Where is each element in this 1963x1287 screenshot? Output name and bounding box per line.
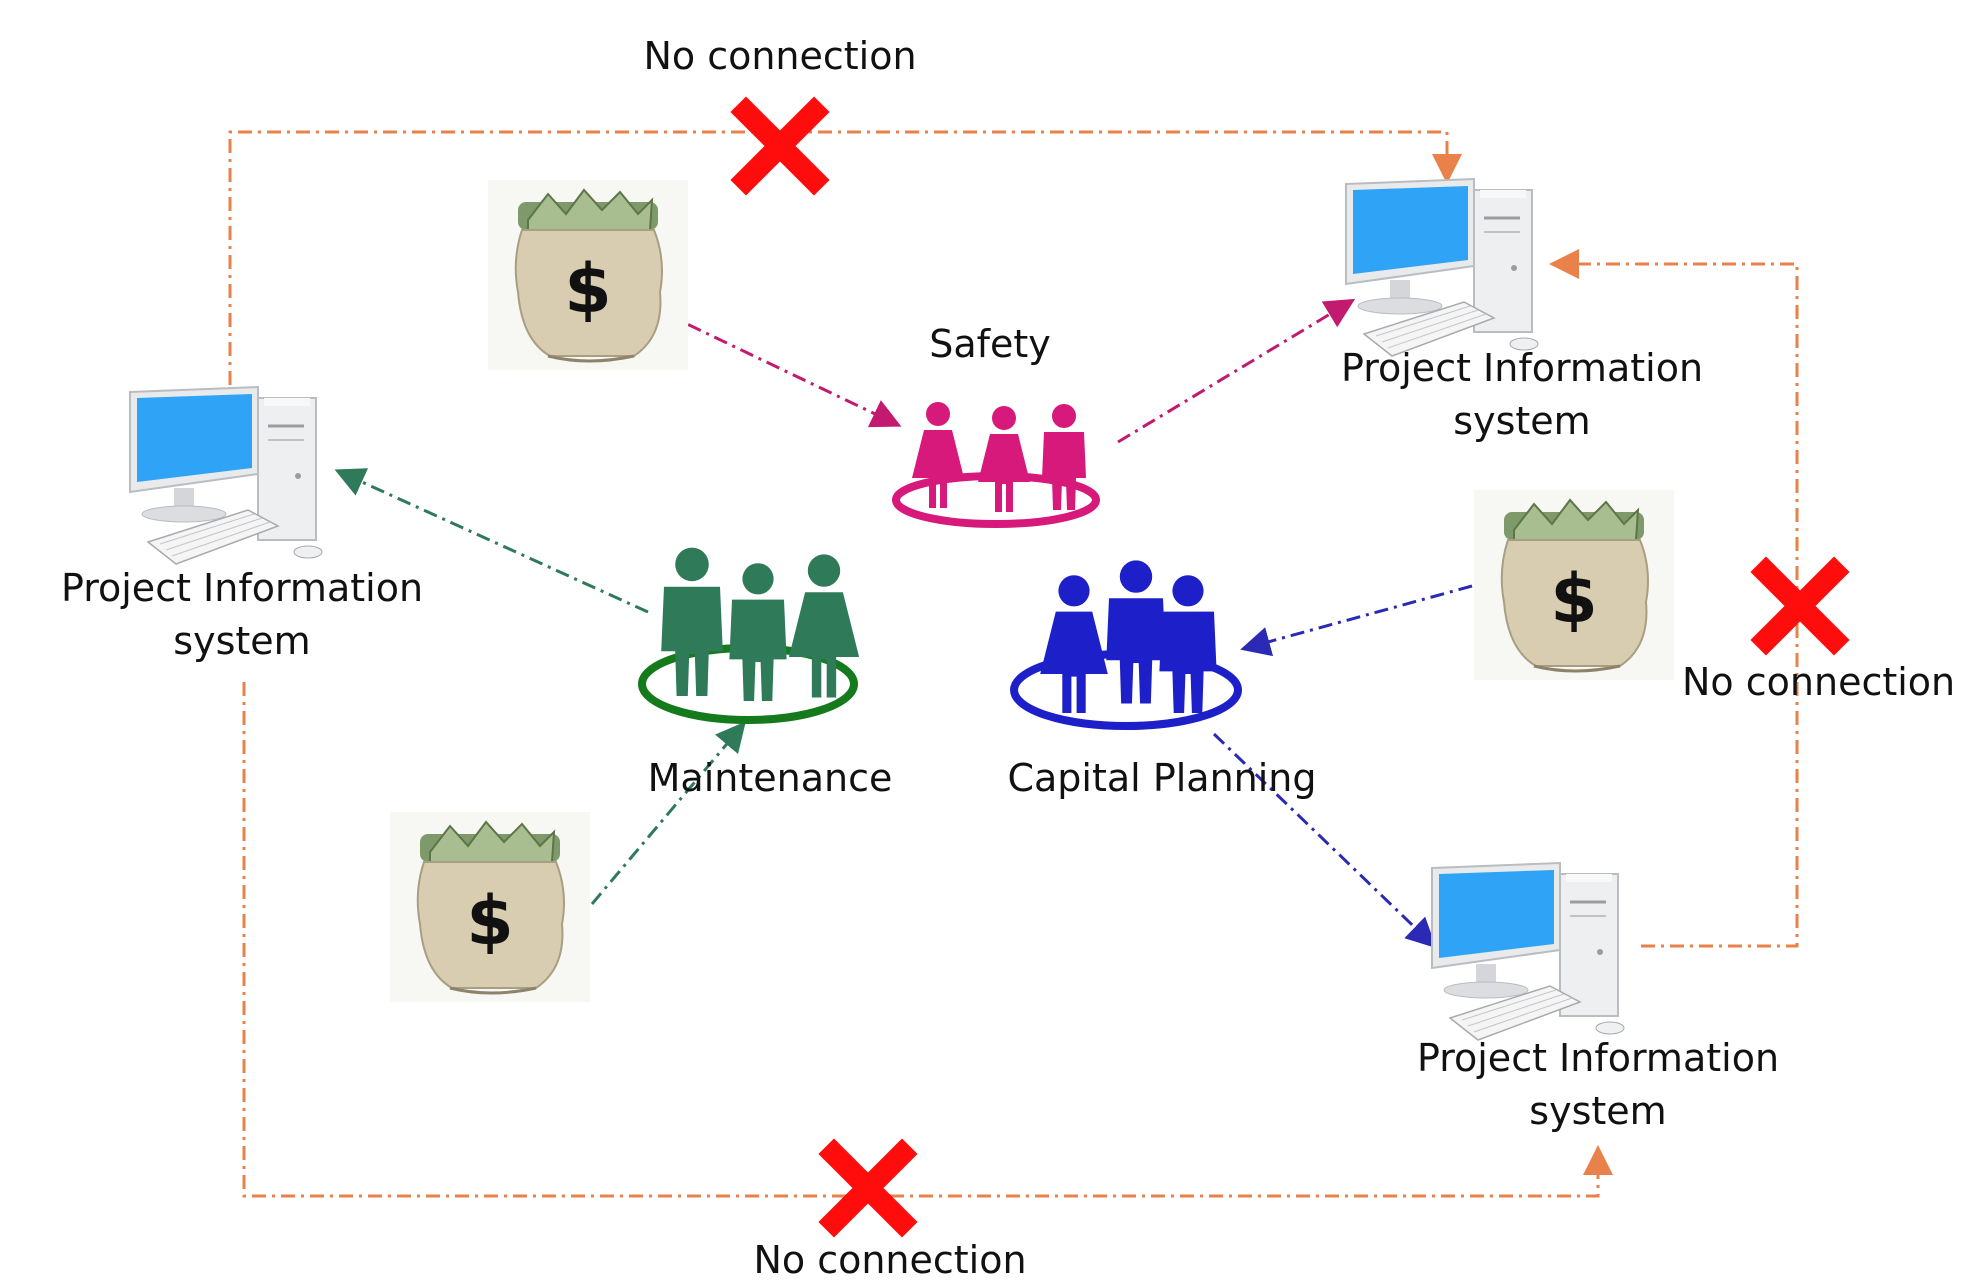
desktop-computer-icon [1344, 177, 1540, 358]
pis-label-line2: system [173, 619, 311, 664]
pis-label-line2: system [1529, 1089, 1667, 1134]
money-bag-icon [388, 810, 592, 1004]
pis-label-line1: Project Information [60, 566, 424, 610]
capital-planning-group-icon [1010, 560, 1242, 730]
safety-label: Safety [929, 322, 1051, 366]
data-flows [334, 298, 1473, 949]
link-top [228, 130, 1462, 385]
flow-capital-to-pis [1212, 732, 1437, 949]
capital-planning-label: Capital Planning [1007, 756, 1317, 800]
pis-label-bottom-right: Project Information system [1417, 1032, 1779, 1138]
pis-label-line2: system [1453, 399, 1591, 444]
pis-label-top-right: Project Information system [1341, 342, 1703, 448]
flow-bag-to-maintenance [590, 721, 746, 905]
no-connection-label: No connection [643, 34, 917, 78]
maintenance-label: Maintenance [647, 756, 893, 800]
desktop-computer-icon [1430, 861, 1626, 1042]
no-connection-label: No connection [753, 1238, 1027, 1282]
link-bottom [242, 682, 1613, 1198]
flow-bag-to-safety [661, 310, 902, 428]
maintenance-group-icon [638, 547, 860, 724]
pis-label-line1: Project Information [1416, 1036, 1780, 1080]
money-bag-icon [1472, 488, 1676, 682]
pis-label-line1: Project Information [1340, 346, 1704, 390]
red-x-icon [1766, 572, 1834, 640]
safety-group-icon [892, 402, 1100, 528]
flow-maintenance-to-pis [334, 468, 649, 614]
desktop-computer-icon [128, 385, 324, 566]
no-connection-label: No connection [1682, 660, 1956, 704]
money-bag-icon [486, 178, 690, 372]
flow-bag-to-capital [1240, 584, 1473, 657]
flow-safety-to-pis [1117, 298, 1356, 444]
pis-label-left: Project Information system [61, 562, 423, 668]
red-x-icon [746, 112, 814, 180]
red-x-icon [834, 1154, 902, 1222]
